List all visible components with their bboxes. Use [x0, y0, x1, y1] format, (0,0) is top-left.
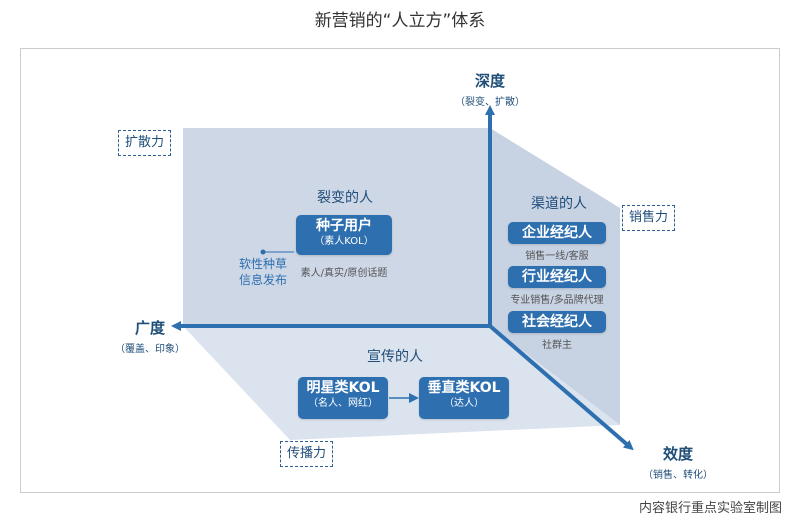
efficiency-axis-label: 效度 （销售、转化）: [628, 443, 728, 481]
industry-agent-caption: 专业销售/多品牌代理: [510, 295, 604, 306]
breadth-axis-label: 广度 （覆盖、印象）: [100, 317, 200, 355]
industry-agent-card: 行业经纪人: [508, 266, 606, 288]
depth-label: 深度: [474, 72, 505, 90]
star-kol-card: 明星类KOL （名人、网红）: [298, 377, 388, 419]
depth-sub-label: （裂变、扩散）: [455, 97, 525, 108]
panel-promo: [183, 326, 620, 440]
seed-connector-dot: [260, 249, 266, 255]
fission-group-title: 裂变的人: [317, 190, 373, 206]
breadth-sub-label: （覆盖、印象）: [115, 344, 185, 355]
seed-caption: 素人/真实/原创话题: [300, 268, 388, 279]
sales-power-box: 销售力: [622, 205, 676, 231]
seed-user-label: 种子用户: [316, 218, 372, 234]
promo-group-title: 宣传的人: [367, 349, 423, 365]
efficiency-axis: [488, 324, 634, 451]
vertical-kol-label: 垂直类KOL: [427, 380, 501, 396]
vertical-kol-sub: （达人）: [444, 398, 484, 409]
seed-side-note-line1: 软性种草: [238, 257, 287, 271]
seed-user-card: 种子用户 （素人KOL）: [296, 215, 392, 255]
star-kol-label: 明星类KOL: [306, 380, 380, 396]
vertical-kol-card: 垂直类KOL （达人）: [419, 377, 509, 419]
social-agent-card: 社会经纪人: [508, 311, 606, 333]
social-agent-caption: 社群主: [542, 340, 572, 351]
seed-user-sub: （素人KOL）: [314, 236, 374, 247]
enterprise-agent-caption: 销售一线/客服: [525, 251, 589, 262]
depth-axis-label: 深度 （裂变、扩散）: [445, 70, 535, 108]
star-kol-sub: （名人、网红）: [308, 398, 378, 409]
enterprise-agent-card: 企业经纪人: [508, 222, 606, 244]
spread-power-box: 扩散力: [118, 130, 172, 156]
efficiency-label: 效度: [662, 445, 693, 463]
seed-side-note-line2: 信息发布: [238, 273, 287, 287]
seed-side-note: 软性种草 信息发布: [228, 256, 298, 288]
channel-group-title: 渠道的人: [531, 196, 587, 212]
broadcast-power-box: 传播力: [280, 441, 334, 467]
efficiency-sub-label: （销售、转化）: [643, 470, 713, 481]
diagram-frame: [20, 48, 780, 493]
breadth-label: 广度: [134, 319, 165, 337]
diagram-title: 新营销的“人立方”体系: [314, 11, 486, 31]
source-credit: 内容银行重点实验室制图: [638, 501, 782, 516]
